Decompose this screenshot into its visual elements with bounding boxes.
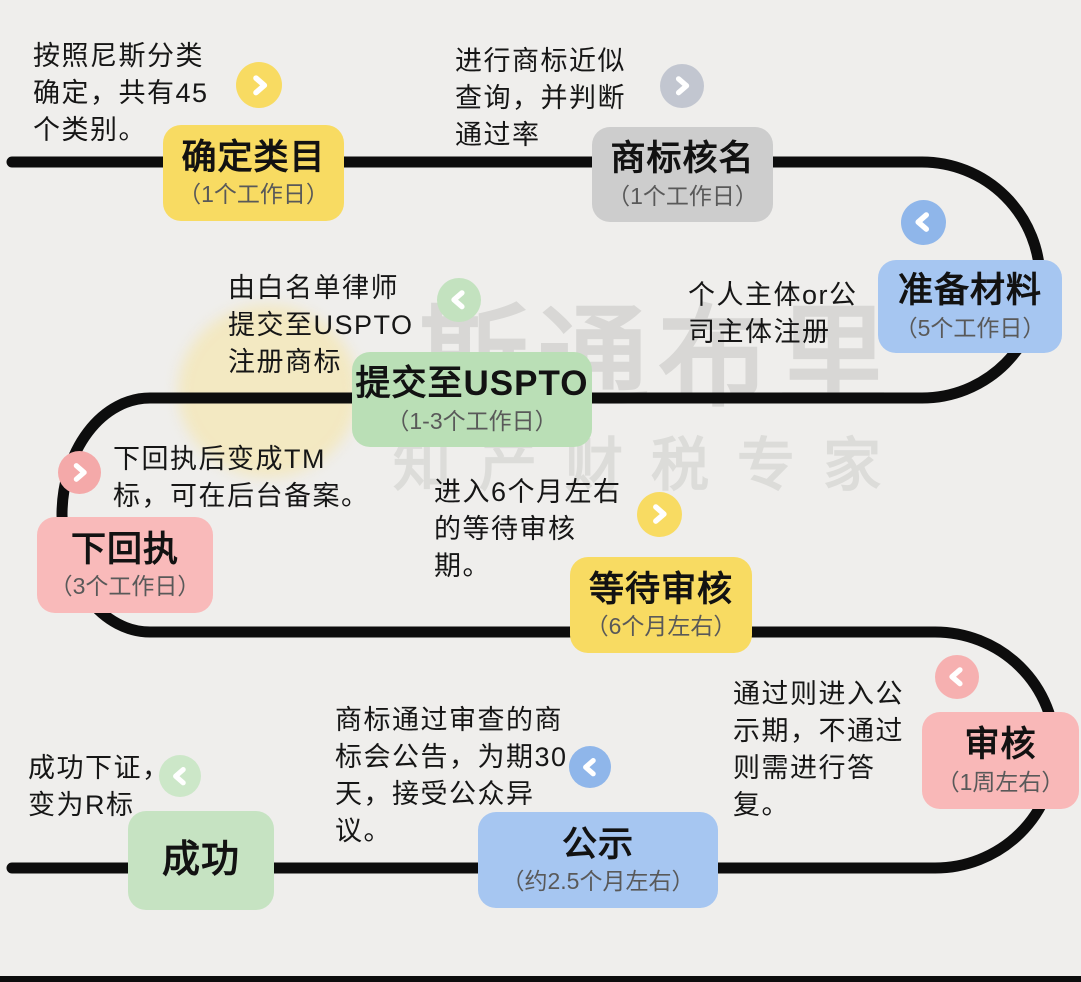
step-title: 商标核名: [610, 139, 755, 179]
chevron-right-icon: [637, 492, 682, 537]
step-note: 通过则进入公 示期，不通过 则需进行答 复。: [733, 679, 904, 820]
step-title: 公示: [561, 824, 634, 864]
step-note: 进入6个月左右 的等待审核 期。: [434, 477, 622, 581]
chevron-left-icon: [901, 200, 946, 245]
step-duration: （1个工作日）: [607, 182, 758, 209]
step-note: 个人主体or公 司主体注册: [688, 280, 858, 347]
step-box-receive-receipt: 下回执 （3个工作日）: [37, 517, 213, 613]
step-note: 进行商标近似 查询，并判断 通过率: [455, 46, 626, 150]
step-note: 成功下证， 变为R标: [28, 753, 171, 820]
step-duration: （约2.5个月左右）: [501, 868, 695, 895]
step-title: 准备材料: [897, 271, 1042, 311]
step-box-awaiting-review: 等待审核 （6个月左右）: [570, 557, 752, 653]
step-box-submit-to-uspto: 提交至USPTO （1-3个工作日）: [352, 352, 592, 447]
step-note: 按照尼斯分类 确定，共有45 个类别。: [33, 41, 209, 145]
step-duration: （3个工作日）: [49, 573, 201, 600]
chevron-left-icon: [159, 755, 201, 797]
chevron-right-icon: [236, 62, 282, 108]
chevron-left-icon: [569, 746, 611, 788]
step-box-review: 审核 （1周左右）: [922, 712, 1079, 809]
step-box-prepare-materials: 准备材料 （5个工作日）: [878, 260, 1062, 353]
step-title: 审核: [964, 725, 1037, 765]
step-box-publication: 公示 （约2.5个月左右）: [478, 812, 718, 908]
step-duration: （6个月左右）: [585, 613, 737, 640]
step-box-success: 成功: [128, 811, 274, 910]
chevron-right-icon: [660, 64, 704, 108]
step-box-trademark-name-check: 商标核名 （1个工作日）: [592, 127, 773, 222]
step-note: 商标通过审查的商 标会公告，为期30 天，接受公众异 议。: [335, 705, 568, 846]
chevron-left-icon: [437, 278, 481, 322]
step-note: 下回执后变成TM 标，可在后台备案。: [113, 444, 370, 511]
bottom-border-bar: [0, 976, 1081, 982]
chevron-right-icon: [58, 451, 101, 494]
step-title: 下回执: [70, 529, 179, 569]
step-duration: （1-3个工作日）: [386, 407, 558, 434]
step-duration: （1个工作日）: [178, 181, 329, 208]
step-title: 确定类目: [181, 137, 326, 177]
step-title: 提交至USPTO: [355, 364, 589, 404]
step-duration: （1周左右）: [936, 768, 1065, 795]
step-title: 等待审核: [588, 569, 733, 609]
chevron-left-icon: [935, 655, 979, 699]
step-title: 成功: [161, 838, 240, 881]
step-duration: （5个工作日）: [894, 314, 1046, 341]
step-box-determine-category: 确定类目 （1个工作日）: [163, 125, 344, 221]
